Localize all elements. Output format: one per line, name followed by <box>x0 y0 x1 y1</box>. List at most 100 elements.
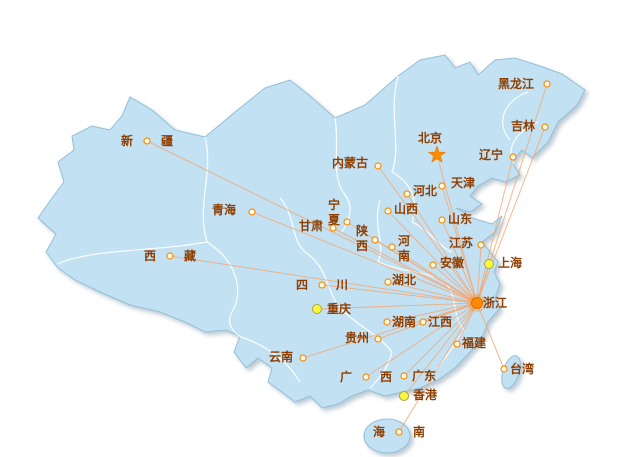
province-label: 四 <box>296 278 308 292</box>
route-line <box>441 219 478 304</box>
city-marker-yellow <box>484 259 494 269</box>
province-marker-dot <box>166 252 174 260</box>
province-label: 南 <box>398 248 410 263</box>
route-line <box>403 302 478 397</box>
province-label: 河 <box>397 233 410 248</box>
province-marker-dot <box>500 365 508 373</box>
hainan-island <box>363 418 411 454</box>
province-label: 北京 <box>418 130 442 145</box>
route-line <box>377 302 478 340</box>
china-landmass <box>37 54 586 454</box>
route-line <box>406 193 478 304</box>
capital-star-icon <box>427 145 447 163</box>
province-label: 贵州 <box>345 330 369 345</box>
province-marker-dot <box>429 261 437 269</box>
province-marker-dot <box>477 241 485 249</box>
province-label: 藏 <box>184 248 196 263</box>
mainland-outline <box>37 54 586 409</box>
province-labels: 黑龙江吉林辽宁北京天津内蒙古河北山西山东新疆青海宁夏甘肃陕西河南江苏上海西藏安徽… <box>121 76 535 439</box>
city-marker-yellow <box>312 304 322 314</box>
province-marker-dot <box>453 340 461 348</box>
province-marker-dot <box>395 428 403 436</box>
route-line <box>476 244 482 304</box>
route-line <box>436 154 478 304</box>
province-marker-dot <box>438 216 446 224</box>
province-label: 夏 <box>328 213 341 227</box>
province-label: 黑龙江 <box>498 76 534 91</box>
province-label: 内蒙古 <box>332 155 368 170</box>
province-marker-dot <box>509 153 517 161</box>
province-label: 川 <box>335 278 348 292</box>
province-label: 西 <box>144 249 156 263</box>
province-marker-dot <box>343 218 351 226</box>
province-label: 湖北 <box>392 272 416 287</box>
route-line <box>456 302 478 345</box>
province-marker-dot <box>143 137 151 145</box>
province-label: 河北 <box>412 183 437 198</box>
province-label: 云南 <box>269 349 293 364</box>
province-label: 西 <box>356 239 368 253</box>
province-label: 山东 <box>448 211 472 226</box>
hub-marker <box>471 297 483 309</box>
route-line <box>391 246 478 304</box>
province-label: 山西 <box>394 201 418 216</box>
route-line <box>398 302 478 433</box>
province-label: 辽宁 <box>479 147 503 162</box>
province-marker-dot <box>318 281 326 289</box>
province-marker-dot <box>371 236 379 244</box>
province-marker-dot <box>329 224 337 232</box>
route-line <box>476 263 490 304</box>
route-line <box>387 281 478 304</box>
province-label: 广 <box>340 369 352 384</box>
route-line <box>386 302 478 323</box>
province-label: 上海 <box>498 255 522 270</box>
province-label: 江苏 <box>449 235 473 250</box>
route-line <box>476 156 514 304</box>
route-lines <box>146 83 548 433</box>
province-label: 台湾 <box>510 361 534 376</box>
route-line <box>316 302 478 310</box>
province-label: 青海 <box>212 202 236 217</box>
route-line <box>169 255 478 304</box>
province-marker-dot <box>362 373 370 381</box>
province-label: 吉林 <box>511 118 535 133</box>
province-label: 甘肃 <box>299 218 323 233</box>
route-line <box>432 264 478 304</box>
route-line <box>476 302 505 370</box>
province-label: 江西 <box>428 314 452 329</box>
route-line <box>441 185 478 304</box>
province-label: 西 <box>380 370 392 384</box>
province-marker-dot <box>248 208 256 216</box>
province-label: 疆 <box>161 134 173 148</box>
province-label: 新 <box>121 133 133 148</box>
province-marker-dot <box>419 318 427 326</box>
province-marker-dot <box>541 123 549 131</box>
province-label: 陕 <box>356 223 368 238</box>
province-label: 重庆 <box>327 301 351 316</box>
province-label: 湖南 <box>392 314 416 329</box>
route-line <box>476 126 546 304</box>
route-line <box>377 165 478 304</box>
province-label: 南 <box>413 424 425 439</box>
city-marker-yellow <box>399 391 409 401</box>
province-marker-dot <box>543 80 551 88</box>
province-marker-dot <box>403 190 411 198</box>
province-label: 福建 <box>461 335 487 350</box>
province-marker-dot <box>299 354 307 362</box>
province-label: 天津 <box>451 175 475 190</box>
province-label: 广东 <box>412 368 436 383</box>
route-line <box>251 211 478 304</box>
province-marker-dot <box>438 182 446 190</box>
province-marker-dot <box>374 162 382 170</box>
province-label: 浙江 <box>483 295 507 310</box>
province-marker-dot <box>388 243 396 251</box>
province-markers <box>143 80 551 436</box>
route-line <box>302 302 478 359</box>
province-marker-dot <box>400 372 408 380</box>
route-line <box>403 302 478 377</box>
route-line <box>365 302 478 378</box>
province-label: 宁 <box>328 197 340 212</box>
province-marker-dot <box>384 278 392 286</box>
